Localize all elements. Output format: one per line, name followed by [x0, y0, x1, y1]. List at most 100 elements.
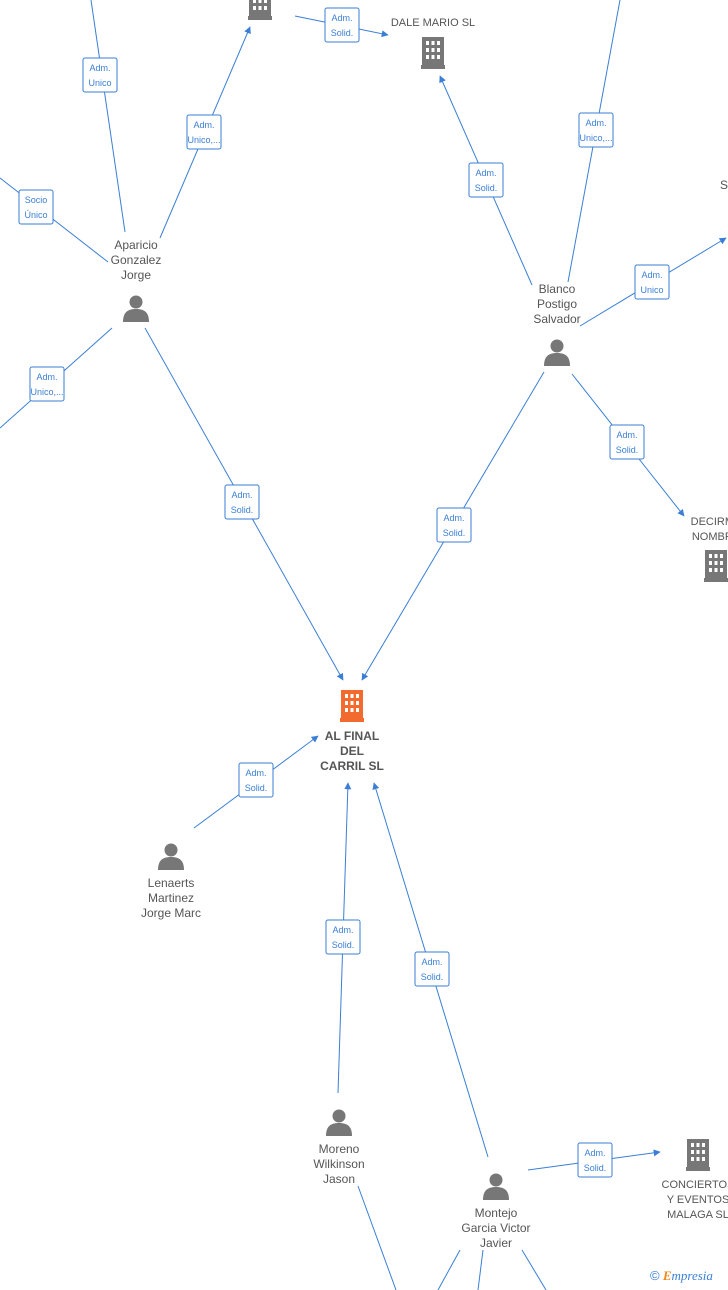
edge-label[interactable]: Adm. Unico [634, 264, 670, 300]
building-icon [686, 1139, 710, 1171]
node-label: Wilkinson [313, 1157, 364, 1171]
node-dale[interactable]: DALE MARIO SL [391, 17, 475, 69]
edge-label[interactable]: Adm. Solid. [414, 951, 450, 987]
node-label: DECIRME [691, 516, 728, 528]
edge-label-text: Adm. [36, 372, 57, 382]
edge-label-text: Adm. [193, 120, 214, 130]
building-icon [248, 0, 272, 20]
edge-label[interactable]: Adm. Solid. [324, 7, 360, 43]
node-label: AL FINAL [325, 729, 379, 743]
edge-label-text: Solid. [475, 183, 498, 193]
node-label: Martinez [148, 891, 194, 905]
brand-name: mpresia [671, 1268, 713, 1283]
edge-label[interactable]: Adm. Solid. [238, 762, 274, 798]
edge-label-text: Socio [25, 195, 48, 205]
node-label: S [720, 178, 728, 192]
node-label: Lenaerts [148, 876, 195, 890]
node-label: Y EVENTOS [667, 1194, 728, 1206]
edge-label[interactable]: Adm. Solid. [577, 1142, 613, 1178]
node-s_right[interactable]: S [720, 178, 728, 192]
node-label: Blanco [539, 282, 576, 296]
nodes-layer: DALE MARIO SL AparicioGonzalezJorgeBlanco… [111, 0, 728, 1250]
node-top_co[interactable] [248, 0, 272, 20]
edge-label[interactable]: Adm. Unico [82, 57, 118, 93]
edge-label-text: Unico [88, 78, 111, 88]
edge-label[interactable]: Adm. Solid. [436, 507, 472, 543]
edge-label-text: Adm. [585, 118, 606, 128]
person-icon [326, 1109, 352, 1136]
edge-label[interactable]: Adm. Solid. [609, 424, 645, 460]
node-label: Jorge Marc [141, 906, 201, 920]
node-conciertos[interactable]: CONCIERTOS Y EVENTOS MALAGA SL [662, 1139, 728, 1221]
building-icon [704, 550, 728, 582]
node-label: MALAGA SL [667, 1209, 728, 1221]
edge-label[interactable]: Adm. Unico,... [578, 112, 614, 148]
node-label: Jason [323, 1172, 355, 1186]
building-icon [340, 690, 364, 722]
edge-label[interactable]: Adm.Unico,... [186, 114, 222, 150]
edge-label-text: Solid. [616, 445, 639, 455]
edge-label-text: Adm. [475, 168, 496, 178]
empresia-logo: © Empresia [650, 1268, 713, 1284]
node-label: Moreno [319, 1142, 360, 1156]
node-label: Montejo [475, 1206, 518, 1220]
edge-label-text: Solid. [231, 505, 254, 515]
node-label: Gonzalez [111, 253, 162, 267]
edge-line [357, 1185, 397, 1290]
edge-label-text: Adm. [231, 490, 252, 500]
building-icon [421, 37, 445, 69]
copyright-symbol: © [650, 1268, 660, 1283]
node-label: DEL [340, 744, 364, 758]
edge-label-text: Adm. [89, 63, 110, 73]
edge-label-text: Adm. [616, 430, 637, 440]
edge-label-text: Solid. [421, 972, 444, 982]
node-label: DALE MARIO SL [391, 17, 475, 29]
edge-label-text: Adm. [332, 925, 353, 935]
edge-label-text: Adm. [245, 768, 266, 778]
edge-label-text: Solid. [332, 940, 355, 950]
edge-label[interactable]: Adm. Unico,... [29, 366, 65, 402]
edge-label-text: Adm. [641, 270, 662, 280]
edge-label-text: Único [24, 210, 47, 220]
edge-label-text: Solid. [331, 28, 354, 38]
person-icon [123, 295, 149, 322]
edge-line [437, 1249, 461, 1290]
node-decirme[interactable]: DECIRME NOMBRE [691, 516, 728, 582]
node-label: CONCIERTOS [662, 1179, 728, 1191]
edge-label[interactable]: Adm. Solid. [468, 162, 504, 198]
node-label: Aparicio [114, 238, 158, 252]
edge-label-text: Adm. [331, 13, 352, 23]
node-label: Garcia Victor [461, 1221, 530, 1235]
edge-label[interactable]: Adm. Solid. [325, 919, 361, 955]
edge-label-text: Solid. [245, 783, 268, 793]
edge-label-text: Adm. [584, 1148, 605, 1158]
edge-line [521, 1249, 547, 1290]
edge-label-text: Unico [640, 285, 663, 295]
edge-label[interactable]: Adm. Solid. [224, 484, 260, 520]
node-label: Salvador [533, 312, 580, 326]
edge-line [90, 0, 126, 233]
edge-label-text: Unico,... [30, 387, 63, 397]
person-icon [483, 1173, 509, 1200]
person-icon [158, 843, 184, 870]
edge-line [477, 1249, 484, 1290]
edge-label-text: Solid. [584, 1163, 607, 1173]
node-label: CARRIL SL [320, 759, 384, 773]
edge-label-text: Adm. [421, 957, 442, 967]
node-label: Javier [480, 1236, 512, 1250]
edge-label-text: Unico,... [579, 133, 612, 143]
node-label: Jorge [121, 268, 151, 282]
node-label: NOMBRE [692, 531, 728, 543]
edge-label-text: Adm. [443, 513, 464, 523]
node-label: Postigo [537, 297, 577, 311]
edge-label-text: Solid. [443, 528, 466, 538]
